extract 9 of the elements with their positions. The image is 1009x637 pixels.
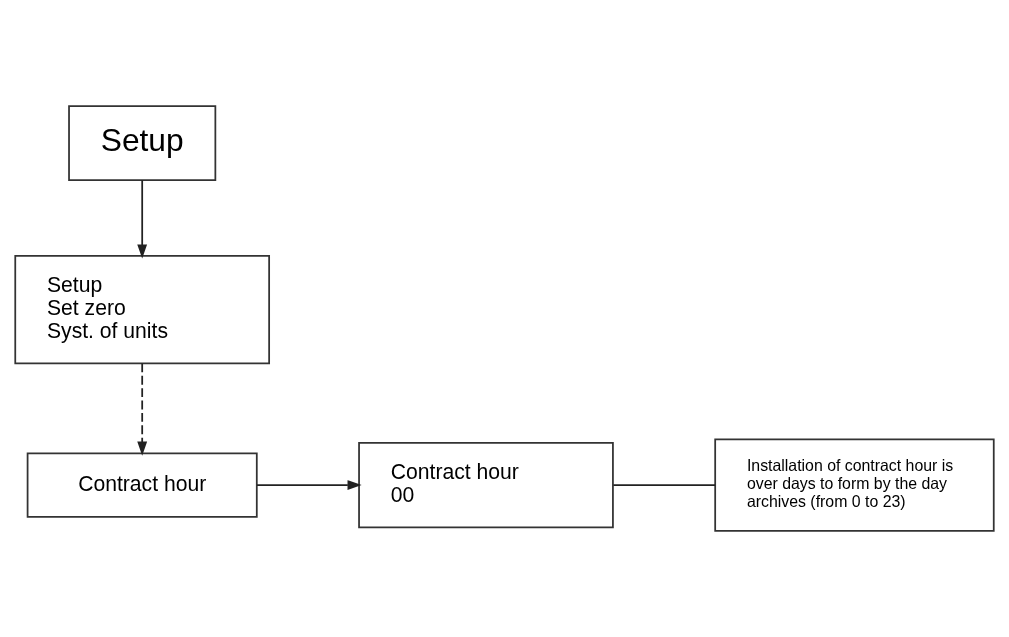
node-box: Installation of contract hour is over days to form by the day archives (from 0 to 23): [714, 438, 995, 532]
connector: [612, 484, 716, 486]
node-box: Contract hour 00: [358, 441, 614, 529]
arrow: [137, 179, 148, 259]
node-box: Setup: [68, 105, 217, 181]
node-box: Contract hour: [26, 452, 258, 518]
arrow: [137, 362, 148, 456]
arrow: [256, 480, 362, 491]
node-box: Setup Set zero Syst. of units: [14, 255, 270, 365]
